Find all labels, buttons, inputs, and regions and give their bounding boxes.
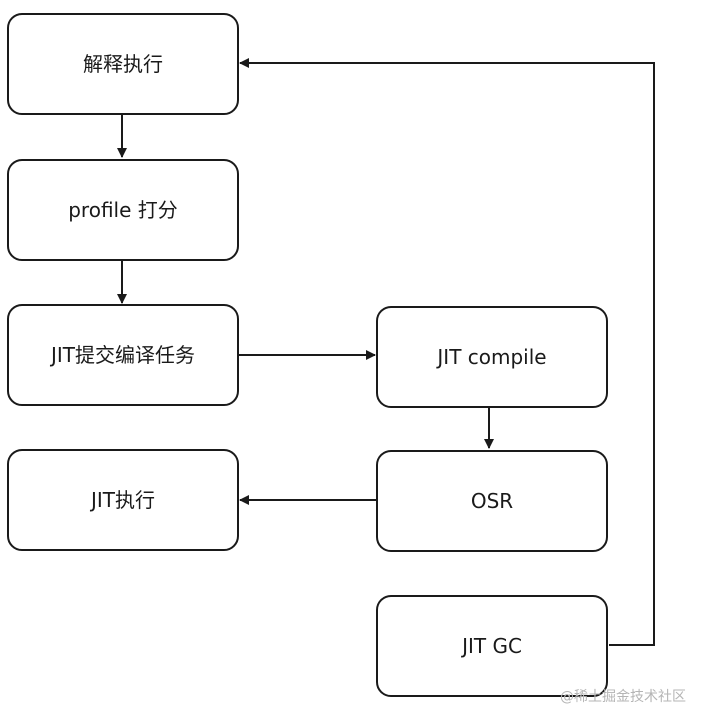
node-jit-gc-label: JIT GC [460, 634, 522, 658]
edge-jit-gc-to-interpret [239, 58, 655, 646]
node-interpret: 解释执行 [7, 13, 239, 115]
node-jit-compile-label: JIT compile [435, 345, 546, 369]
node-jit-exec-label: JIT执行 [89, 488, 155, 512]
node-interpret-label: 解释执行 [83, 52, 163, 76]
node-jit-compile: JIT compile [376, 306, 608, 408]
node-jit-submit-label: JIT提交编译任务 [49, 343, 195, 367]
node-jit-exec: JIT执行 [7, 449, 239, 551]
node-profile: profile 打分 [7, 159, 239, 261]
node-profile-label: profile 打分 [68, 198, 178, 222]
node-osr-label: OSR [471, 489, 513, 513]
node-jit-gc: JIT GC [376, 595, 608, 697]
watermark: @稀土掘金技术社区 [560, 689, 686, 705]
node-jit-submit: JIT提交编译任务 [7, 304, 239, 406]
node-osr: OSR [376, 450, 608, 552]
